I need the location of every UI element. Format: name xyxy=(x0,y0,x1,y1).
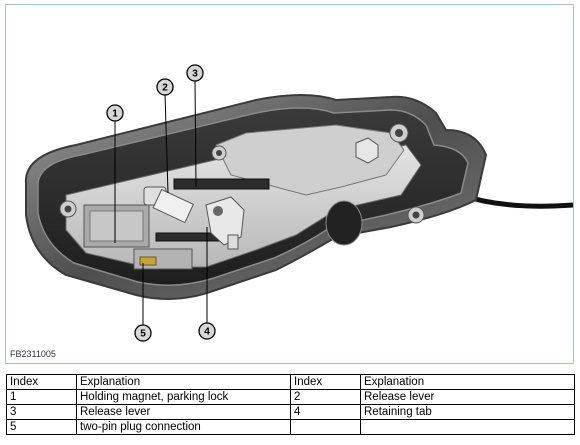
figure-panel: 1 2 3 4 5 FB2311005 xyxy=(5,4,574,364)
header-index: Index xyxy=(290,374,361,390)
callout-5: 5 xyxy=(134,324,152,342)
callout-leaders xyxy=(114,78,208,327)
explanation-cell: two-pin plug connection xyxy=(76,419,291,435)
explanation-cell: Retaining tab xyxy=(360,404,575,420)
callout-1: 1 xyxy=(106,104,124,122)
svg-text:1: 1 xyxy=(112,109,118,120)
svg-text:2: 2 xyxy=(162,83,168,94)
index-cell: 1 xyxy=(6,389,77,405)
explanation-cell: Holding magnet, parking lock xyxy=(76,389,291,405)
callout-4: 4 xyxy=(198,322,216,340)
explanation-cell: Release lever xyxy=(76,404,291,420)
svg-text:3: 3 xyxy=(192,69,198,80)
header-index: Index xyxy=(6,374,77,390)
table-row: 3 Release lever 4 Retaining tab xyxy=(6,404,575,420)
index-cell xyxy=(290,419,361,435)
table-row: 1 Holding magnet, parking lock 2 Release… xyxy=(6,389,575,405)
legend-header-row: Index Explanation Index Explanation xyxy=(6,374,575,390)
header-explanation: Explanation xyxy=(360,374,575,390)
svg-text:4: 4 xyxy=(204,327,210,338)
callout-2: 2 xyxy=(156,78,174,96)
explanation-cell: Release lever xyxy=(360,389,575,405)
svg-text:5: 5 xyxy=(140,329,146,340)
table-row: 5 two-pin plug connection xyxy=(6,419,575,435)
index-cell: 4 xyxy=(290,404,361,420)
index-cell: 5 xyxy=(6,419,77,435)
explanation-cell xyxy=(360,419,575,435)
callout-3: 3 xyxy=(186,64,204,82)
gear-selector-mechanism-illustration: 1 2 3 4 5 xyxy=(24,64,573,342)
index-cell: 3 xyxy=(6,404,77,420)
legend-table: Index Explanation Index Explanation 1 Ho… xyxy=(6,374,575,435)
header-explanation: Explanation xyxy=(76,374,291,390)
index-cell: 2 xyxy=(290,389,361,405)
figure-code: FB2311005 xyxy=(10,349,56,359)
